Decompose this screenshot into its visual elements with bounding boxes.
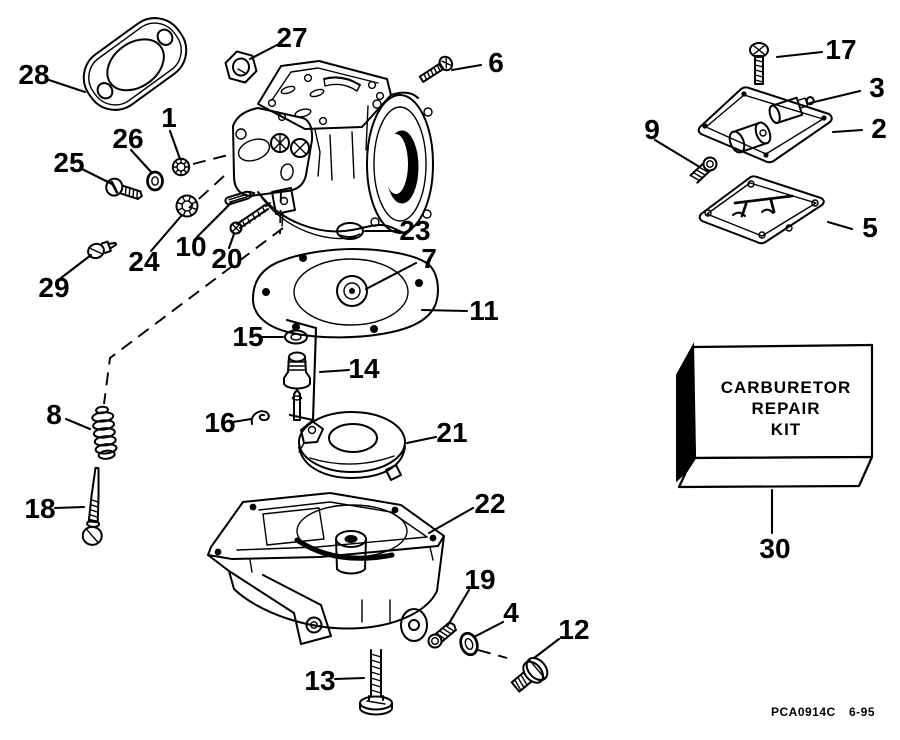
kit-box-title-line1: CARBURETOR xyxy=(721,378,852,397)
part-washer-26 xyxy=(146,170,164,192)
kit-box-title-line2: REPAIR xyxy=(752,399,821,418)
callout-6: 6 xyxy=(488,47,504,78)
part-screw-17 xyxy=(749,42,769,85)
part-screw-19 xyxy=(427,621,457,649)
part-gasket-28 xyxy=(82,17,188,111)
part-plug-29 xyxy=(87,240,118,260)
callout-22: 22 xyxy=(474,488,505,519)
part-pin-10 xyxy=(224,190,256,206)
callout-14: 14 xyxy=(348,353,380,384)
part-clip-16 xyxy=(250,410,270,425)
part-needle-18 xyxy=(81,466,103,546)
callout-26: 26 xyxy=(112,123,143,154)
part-screw-20 xyxy=(229,202,271,235)
callout-21: 21 xyxy=(436,417,467,448)
part-needle-valve-14 xyxy=(283,318,318,422)
callout-3: 3 xyxy=(869,72,885,103)
part-pump-cover-2 xyxy=(697,86,833,164)
callout-1: 1 xyxy=(161,102,177,133)
part-washer-15 xyxy=(284,329,308,345)
callout-7: 7 xyxy=(421,243,437,274)
callout-labels: 1 2 3 4 5 6 7 8 9 10 11 12 13 14 15 16 1… xyxy=(18,22,886,696)
callout-8: 8 xyxy=(46,399,62,430)
callout-4: 4 xyxy=(503,597,519,628)
callout-2: 2 xyxy=(871,113,887,144)
callout-12: 12 xyxy=(558,614,589,645)
figure-date: 6-95 xyxy=(849,705,875,719)
figure-code: PCA0914C xyxy=(771,705,836,719)
part-float-21 xyxy=(298,411,406,481)
callout-29: 29 xyxy=(38,272,69,303)
callout-28: 28 xyxy=(18,59,49,90)
callout-25: 25 xyxy=(53,147,84,178)
part-float-bowl-22 xyxy=(207,492,445,645)
callout-5: 5 xyxy=(862,212,878,243)
callout-24: 24 xyxy=(128,246,160,277)
part-screw-12 xyxy=(510,656,549,693)
callout-18: 18 xyxy=(24,493,55,524)
kit-box-title-line3: KIT xyxy=(771,420,801,439)
assembly-dash-lines xyxy=(103,154,508,659)
callout-17: 17 xyxy=(825,34,856,65)
part-screw-13 xyxy=(359,649,393,716)
part-screw-25 xyxy=(105,177,143,200)
callout-11: 11 xyxy=(469,295,499,326)
part-star-washer-1 xyxy=(171,157,191,177)
leader-lines xyxy=(47,43,864,681)
part-diaphragm-gasket-7-11 xyxy=(252,248,439,339)
part-spring-8 xyxy=(91,405,118,460)
callout-23: 23 xyxy=(399,215,430,246)
callout-13: 13 xyxy=(304,665,335,696)
callout-15: 15 xyxy=(232,321,263,352)
callout-10: 10 xyxy=(175,231,206,262)
callout-16: 16 xyxy=(204,407,235,438)
part-screw-6 xyxy=(418,55,454,83)
part-diaphragm-plate-5 xyxy=(698,175,825,245)
part-star-washer-24 xyxy=(175,194,199,218)
callout-30: 30 xyxy=(759,533,790,564)
callout-19: 19 xyxy=(464,564,495,595)
callout-27: 27 xyxy=(276,22,307,53)
kit-box-30: CARBURETOR REPAIR KIT xyxy=(676,342,874,489)
part-seal-23 xyxy=(336,222,364,240)
callout-20: 20 xyxy=(211,243,242,274)
part-screw-9 xyxy=(689,156,718,184)
part-washer-4 xyxy=(459,631,479,657)
callout-9: 9 xyxy=(644,114,660,145)
part-nut-27 xyxy=(224,50,258,84)
